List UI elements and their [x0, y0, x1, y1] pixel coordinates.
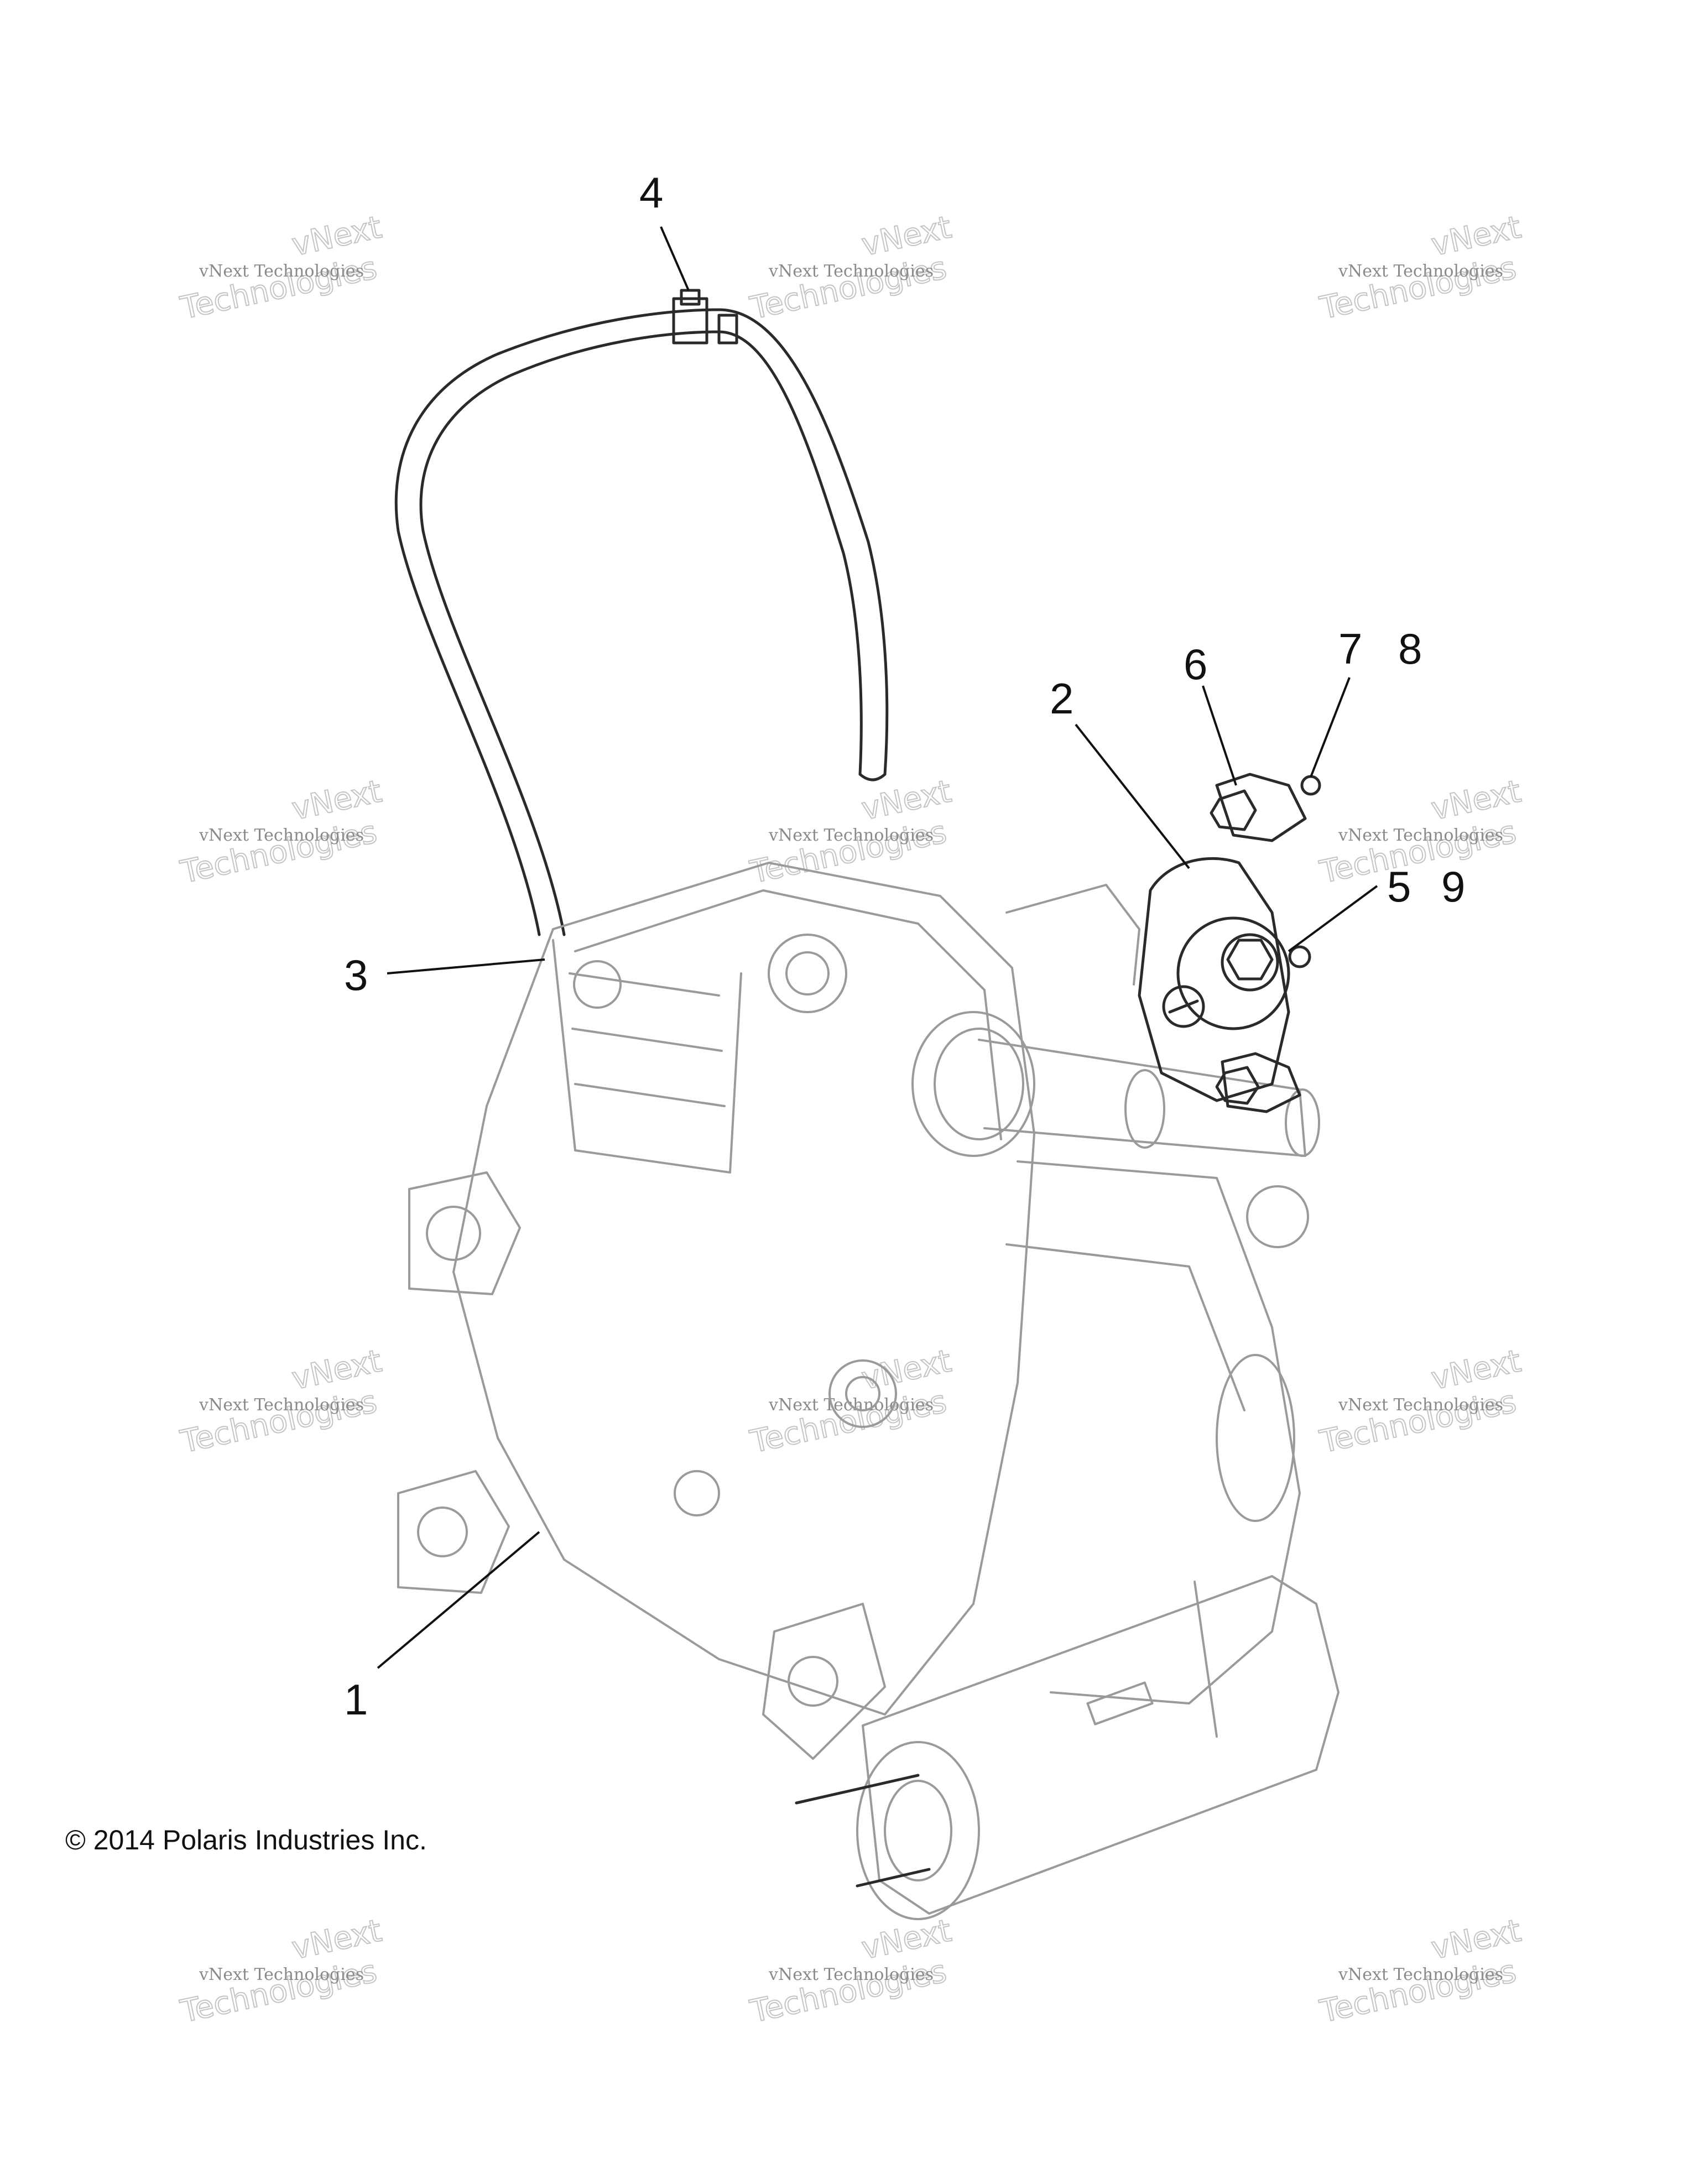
leader-5 — [1288, 885, 1378, 952]
callout-4: 4 — [639, 168, 663, 217]
watermark-text: vNext Technologies — [1338, 262, 1503, 281]
watermark-text: vNext Technologies — [199, 262, 364, 281]
watermark-text: vNext Technologies — [199, 826, 364, 845]
callout-6: 6 — [1184, 640, 1207, 689]
leader-2 — [1075, 723, 1190, 869]
callout-2: 2 — [1050, 674, 1073, 723]
callout-labels: 1 2 3 4 5 6 7 8 9 — [344, 168, 1465, 1724]
callout-8: 8 — [1398, 624, 1422, 673]
leader-7 — [1310, 677, 1351, 778]
leader-3 — [387, 958, 545, 974]
watermark-text: vNext Technologies — [199, 1965, 364, 1984]
watermark-text: vNext Technologies — [1338, 1965, 1503, 1984]
transmission-housing — [397, 862, 1340, 1920]
callout-7: 7 — [1338, 624, 1362, 673]
callout-9: 9 — [1441, 862, 1465, 911]
leader-4 — [660, 226, 690, 291]
gear-selector-assembly — [1005, 773, 1321, 1113]
hose-clamp — [672, 289, 738, 345]
watermark-text: vNext Technologies — [1338, 826, 1503, 845]
copyright-notice: © 2014 Polaris Industries Inc. — [65, 1825, 427, 1855]
watermark-text: vNext Technologies — [199, 1395, 364, 1415]
watermark-text: vNext Technologies — [768, 826, 934, 845]
callout-3: 3 — [344, 951, 368, 999]
watermark-text: vNext Technologies — [768, 1965, 934, 1984]
leader-1 — [377, 1531, 540, 1669]
breather-hose — [394, 308, 889, 936]
callout-5: 5 — [1387, 862, 1411, 911]
callout-1: 1 — [344, 1675, 368, 1724]
leader-lines — [377, 226, 1378, 1669]
leader-6 — [1202, 685, 1237, 786]
watermark-text: vNext Technologies — [768, 262, 934, 281]
watermark-text: vNext Technologies — [1338, 1395, 1503, 1415]
